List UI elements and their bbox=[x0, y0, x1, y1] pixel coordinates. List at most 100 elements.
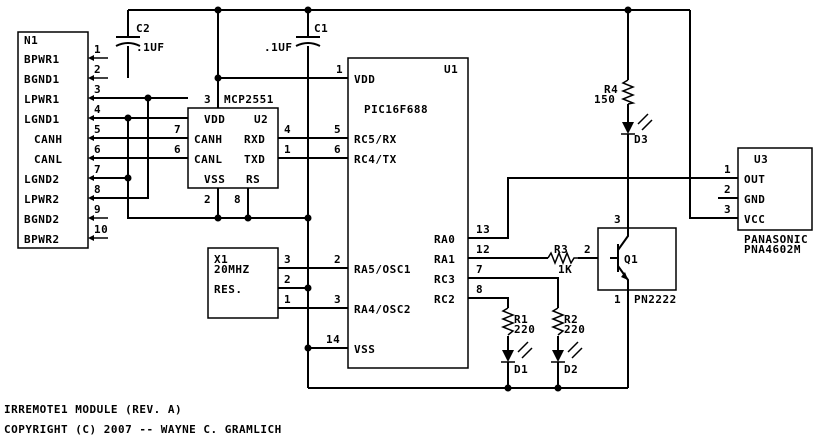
capacitor-c2: C2 .1UF bbox=[115, 22, 165, 54]
junction-dot bbox=[624, 6, 632, 14]
u3-gnd-label: GND bbox=[744, 193, 765, 206]
n1-pin-num: 6 bbox=[94, 143, 101, 156]
c1-value: .1UF bbox=[264, 41, 293, 54]
ic-u1: U1 VDD PIC16F688 RC5/RX RC4/TX RA5/OSC1 … bbox=[326, 57, 490, 369]
n1-pin-label: BGND1 bbox=[24, 73, 60, 86]
n1-pin-label: BPWR2 bbox=[24, 233, 60, 246]
x1-pin1: 1 bbox=[284, 293, 291, 306]
ir-receiver-u3: U3 OUT GND VCC 1 2 3 PANASONIC PNA4602M bbox=[724, 147, 813, 256]
n1-pin-label: CANL bbox=[34, 153, 63, 166]
u1-ra5-label: RA5/OSC1 bbox=[354, 263, 411, 276]
q1-pin-b: 2 bbox=[584, 243, 591, 256]
q1-ref: Q1 bbox=[624, 253, 638, 266]
x1-type: RES. bbox=[214, 283, 243, 296]
junction-dot bbox=[214, 74, 222, 82]
resistor-r3: R3 1K bbox=[547, 243, 578, 276]
x1-value: 20MHZ bbox=[214, 263, 250, 276]
u2-pin-txd: 1 bbox=[284, 143, 291, 156]
r4-zigzag bbox=[620, 79, 636, 105]
rc3-wire bbox=[468, 277, 559, 308]
u3-pin-gnd: 2 bbox=[724, 183, 731, 196]
u2-body bbox=[187, 107, 279, 189]
resistor-r4: R4 150 bbox=[594, 79, 636, 106]
n1-pin-label: LPWR1 bbox=[24, 93, 60, 106]
led-d1: D1 bbox=[501, 341, 533, 376]
u1-ra4-label: RA4/OSC2 bbox=[354, 303, 411, 316]
u1-body bbox=[347, 57, 469, 369]
n1-pin-num: 9 bbox=[94, 203, 101, 216]
n1-pin-label: LGND1 bbox=[24, 113, 60, 126]
n1-pin-label: LPWR2 bbox=[24, 193, 60, 206]
u1-pin-rc5: 5 bbox=[334, 123, 341, 136]
u1-ref: U1 bbox=[444, 63, 458, 76]
r1-zigzag bbox=[500, 307, 516, 336]
u1-pin-rc4: 6 bbox=[334, 143, 341, 156]
r2-ref: R2 bbox=[564, 313, 578, 326]
u2-txd-label: TXD bbox=[244, 153, 265, 166]
d1-triangle bbox=[502, 350, 514, 362]
junction-dot bbox=[124, 174, 132, 182]
u3-part: PNA4602M bbox=[744, 243, 801, 256]
wires bbox=[94, 9, 738, 389]
u2-rxd-label: RXD bbox=[244, 133, 265, 146]
u1-pin-ra1: 12 bbox=[476, 243, 490, 256]
u1-rc3-label: RC3 bbox=[434, 273, 455, 286]
junction-dot bbox=[504, 384, 512, 392]
u2-pin-rs: 8 bbox=[234, 193, 241, 206]
title-line: IRREMOTE1 MODULE (REV. A) bbox=[4, 403, 182, 416]
n1-pin-num: 5 bbox=[94, 123, 101, 136]
light-rays-icon bbox=[567, 341, 583, 359]
u1-pin-rc3: 7 bbox=[476, 263, 483, 276]
r3-ref: R3 bbox=[554, 243, 568, 256]
ic-u2: MCP2551 3 VDD U2 CANH RXD CANL TXD VSS R… bbox=[174, 93, 291, 206]
x1-ref: X1 bbox=[214, 253, 228, 266]
q1-part: PN2222 bbox=[634, 293, 677, 306]
resistor-r1: R1 220 bbox=[500, 307, 535, 336]
junction-dot bbox=[214, 214, 222, 222]
light-rays-icon bbox=[637, 113, 653, 131]
r2-value: 220 bbox=[564, 323, 585, 336]
light-rays-icon bbox=[517, 341, 533, 359]
x1-body bbox=[207, 247, 279, 319]
transistor-q1: Q1 3 2 1 PN2222 bbox=[584, 213, 677, 306]
arrow-icon bbox=[88, 215, 94, 221]
junction-dot bbox=[124, 114, 132, 122]
u1-rc5-label: RC5/RX bbox=[354, 133, 397, 146]
connector-n1: N1 BPWR1 BGND1 LPWR1 LGND1 CANH CANL LGN… bbox=[17, 31, 108, 249]
r1-ref: R1 bbox=[514, 313, 528, 326]
u2-gnd-wires bbox=[217, 188, 249, 218]
u1-ra1-label: RA1 bbox=[434, 253, 455, 266]
n1-pin-label: BPWR1 bbox=[24, 53, 60, 66]
d1-ref: D1 bbox=[514, 363, 528, 376]
arrow-icon bbox=[88, 195, 94, 201]
arrow-icon bbox=[88, 55, 94, 61]
arrow-icon bbox=[88, 135, 94, 141]
junction-dot bbox=[304, 6, 312, 14]
q1-symbol bbox=[610, 228, 629, 290]
q1-emitter-arrow-icon bbox=[621, 272, 628, 280]
n1-pin-num: 3 bbox=[94, 83, 101, 96]
u2-part: MCP2551 bbox=[224, 93, 274, 106]
d3-ref: D3 bbox=[634, 133, 648, 146]
u1-vdd-label: VDD bbox=[354, 73, 375, 86]
u1-ra0-label: RA0 bbox=[434, 233, 455, 246]
u1-rc4-label: RC4/TX bbox=[354, 153, 397, 166]
r4-value: 150 bbox=[594, 93, 615, 106]
junctions bbox=[124, 6, 632, 392]
c2-plate-curved bbox=[115, 42, 141, 47]
arrow-icon bbox=[88, 235, 94, 241]
junction-dot bbox=[244, 214, 252, 222]
c1-plate-curved bbox=[295, 42, 321, 47]
u3-vcc-label: VCC bbox=[744, 213, 765, 226]
c2-value: .1UF bbox=[136, 41, 165, 54]
arrow-icon bbox=[88, 155, 94, 161]
u2-pin-rxd: 4 bbox=[284, 123, 291, 136]
n1-pin-num: 4 bbox=[94, 103, 101, 116]
u3-mfr: PANASONIC bbox=[744, 233, 808, 246]
u3-out-label: OUT bbox=[744, 173, 765, 186]
u1-pin-vdd: 1 bbox=[336, 63, 343, 76]
n1-pin-label: LGND2 bbox=[24, 173, 60, 186]
resistor-r2: R2 220 bbox=[550, 307, 585, 336]
n1-pin-num: 2 bbox=[94, 63, 101, 76]
u1-pin-rc2: 8 bbox=[476, 283, 483, 296]
